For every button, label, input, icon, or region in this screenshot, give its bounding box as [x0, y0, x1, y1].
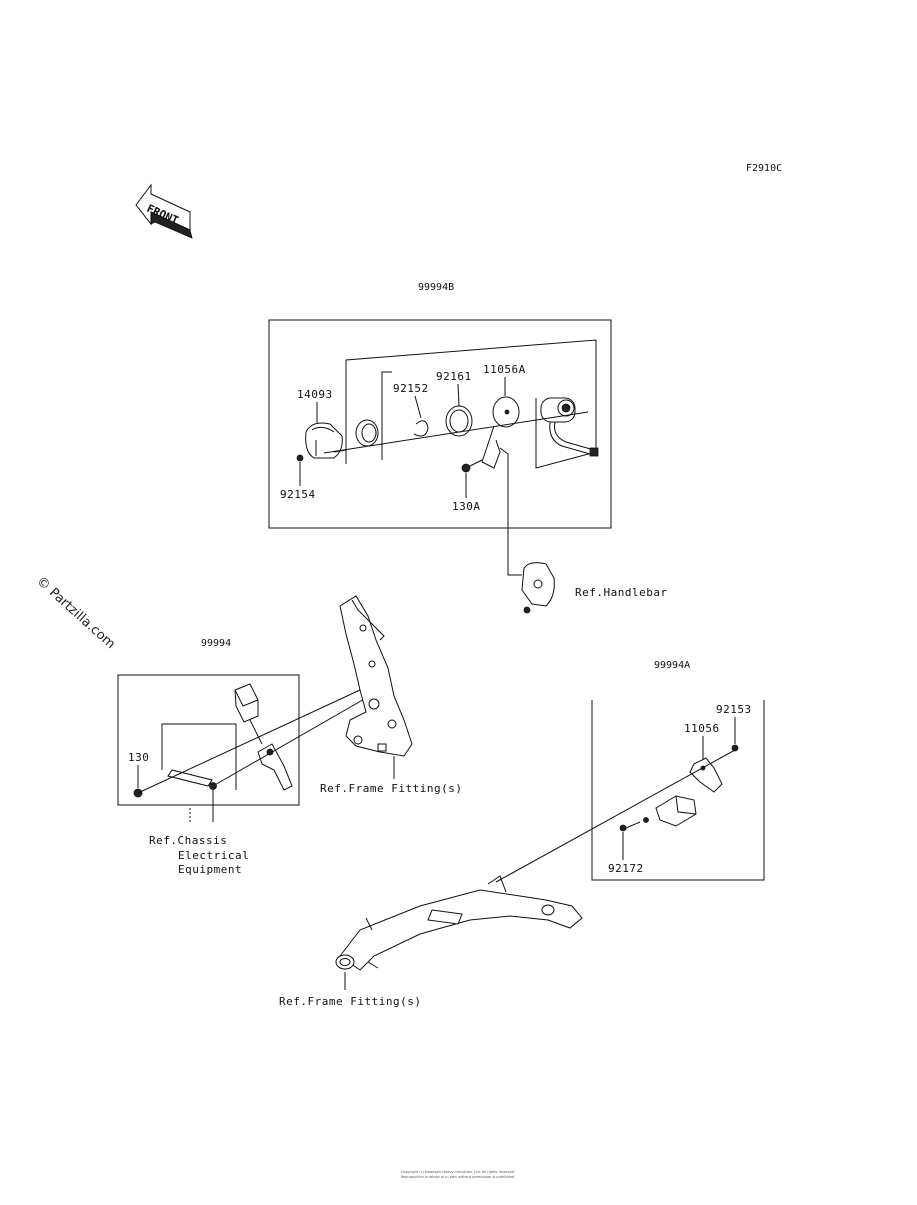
- part-92172: [619, 821, 641, 832]
- part-11056a: [481, 396, 520, 469]
- part-key-switch: [540, 397, 599, 457]
- group-code-99994b: 99994B: [418, 282, 454, 293]
- part-14093: [305, 422, 347, 459]
- copyright-line1: Copyright (c) Kawasaki Heavy Industries,…: [401, 1170, 515, 1174]
- part-92154: [296, 454, 304, 462]
- group-code-99994: 99994: [201, 638, 231, 649]
- copyright-line2: Reproduction in whole or in part without…: [401, 1175, 516, 1179]
- figure-code: F2910C: [746, 163, 782, 174]
- callout-92154: 92154: [280, 488, 316, 501]
- front-direction-arrow-icon: FRONT: [135, 183, 193, 239]
- ref-chassis-line3: Equipment: [178, 863, 242, 876]
- callout-11056a: 11056A: [483, 363, 526, 376]
- watermark: © Partzilla.com: [33, 574, 118, 652]
- part-lower-frame: [335, 875, 583, 971]
- part-plate: [167, 769, 213, 787]
- part-92153: [731, 744, 739, 752]
- part-sensor-unit: [643, 795, 697, 827]
- ref-frame-fitting-1: Ref.Frame Fitting(s): [320, 782, 462, 795]
- part-130a: [461, 459, 483, 473]
- callout-130: 130: [128, 751, 149, 764]
- part-frame-plate: [339, 595, 413, 757]
- part-connector: [234, 683, 263, 745]
- ref-handlebar: Ref.Handlebar: [575, 586, 668, 599]
- ref-chassis-line2: Electrical: [178, 849, 249, 862]
- part-11056: [689, 757, 723, 793]
- callout-92153: 92153: [716, 703, 752, 716]
- ref-chassis-line1: Ref.Chassis: [149, 834, 227, 847]
- part-handlebar-clamp: [521, 562, 555, 614]
- group-box-99994a: [591, 700, 765, 881]
- part-ring: [355, 419, 379, 447]
- callout-14093: 14093: [297, 388, 333, 401]
- group-box-99994b: [268, 319, 612, 529]
- part-92161: [445, 405, 473, 437]
- group-code-99994a: 99994A: [654, 660, 690, 671]
- callout-92172: 92172: [608, 862, 644, 875]
- ref-frame-fitting-2: Ref.Frame Fitting(s): [279, 995, 421, 1008]
- callout-11056: 11056: [684, 722, 720, 735]
- callout-92161: 92161: [436, 370, 472, 383]
- group-box-99994: [117, 674, 300, 806]
- part-92152: [413, 420, 429, 437]
- assembly-panel: [345, 339, 597, 469]
- callout-130a: 130A: [452, 500, 481, 513]
- callout-92152: 92152: [393, 382, 429, 395]
